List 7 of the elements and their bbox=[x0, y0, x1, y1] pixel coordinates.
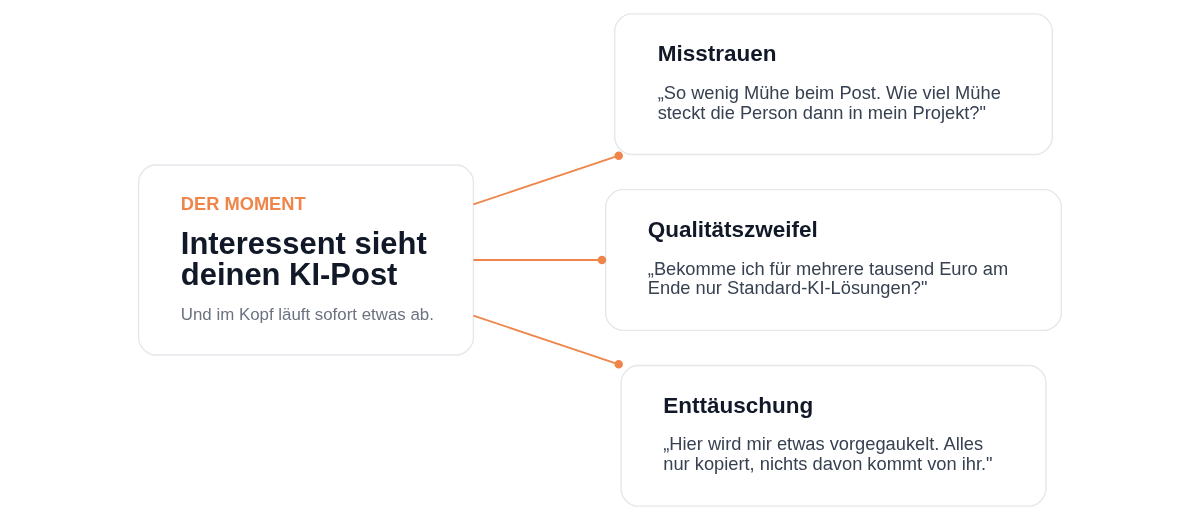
connector bbox=[472, 255, 607, 265]
node-box: Enttäuschung „Hier wird mir etwas vorgegaukelt. Alles nur kopiert, nichts davon kommt von ihr." bbox=[620, 364, 1047, 507]
connector bbox=[472, 314, 623, 369]
node-box: DER MOMENT Interessent sieht deinen KI-Post Und im Kopf läuft sofort etwas ab. bbox=[137, 164, 475, 356]
node-box: Misstrauen „So wenig Mühe beim Post. Wie viel Mühe steckt die Person dann in mein Projekt?" bbox=[614, 13, 1053, 156]
node-box: Qualitätszweifel „Bekomme ich für mehrere tausend Euro am Ende nur Standard-KI-Lösungen?" bbox=[604, 188, 1063, 332]
connector bbox=[472, 151, 623, 206]
